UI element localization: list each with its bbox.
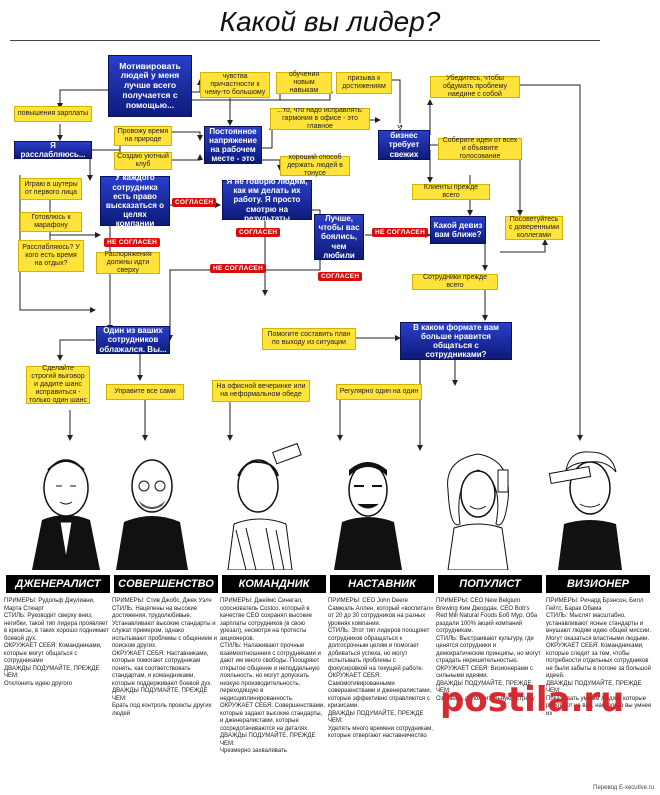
answer-vote: Соберите идеи от всех и объявите голосов…	[438, 137, 522, 160]
question-fresh-ideas: Ваш бизнес требует свежих идей	[378, 122, 430, 168]
answer-belonging: чувства причастности к чему-то большому	[200, 72, 270, 98]
answer-shooters: Играю в шутеры от первого лица	[20, 178, 82, 200]
answer-marathon: Готовлюсь к марафону	[20, 212, 82, 232]
tag-disagree-3: НЕ СОГЛАСЕН	[372, 228, 429, 237]
answer-nature: Провожу время на природе	[114, 126, 172, 146]
translation-credit: Перевод E-xecutive.ru	[593, 785, 654, 791]
answer-harmony: ...то, что надо исправлять: гармония в о…	[270, 107, 370, 130]
type-desc-mentor: ПРИМЕРЫ: CEO John Deere Самюэль Аллен, к…	[328, 598, 434, 739]
answer-no-time: Расслабляюсь? У кого есть время на отдых…	[18, 240, 84, 272]
tag-agree-3: СОГЛАСЕН	[318, 272, 363, 281]
answer-salary: повышения зарплаты	[14, 106, 92, 122]
populist-portrait	[447, 453, 509, 570]
type-desc-visionary: ПРИМЕРЫ: Ричард Брэнсон, Билл Гейтс, Бар…	[546, 598, 652, 717]
answer-consult: Посоветуйтесь с доверенными коллегами	[505, 216, 563, 240]
answer-office-party: На офисной вечеринке или на неформальном…	[212, 380, 310, 402]
type-label-visionary: ВИЗИОНЕР	[546, 575, 650, 593]
answer-clients-first: Клиенты прежде всего	[412, 184, 490, 200]
perfectionist-portrait	[116, 459, 188, 570]
answer-one-on-one: Регулярно один на один	[336, 384, 422, 400]
question-motto: Какой девиз вам ближе?	[430, 216, 486, 244]
generalist-portrait	[32, 459, 100, 570]
question-right-to-speak: У каждого сотрудника есть право высказат…	[100, 173, 170, 228]
type-desc-generalist: ПРИМЕРЫ: Рудольф Джулиани, Марта Стюарт …	[4, 598, 110, 687]
answer-learning: обучения новым навыкам	[276, 71, 332, 94]
answer-club: Создаю уютный клуб	[114, 152, 172, 170]
type-label-perfectionist: СОВЕРШЕНСТВО	[114, 575, 218, 593]
answer-achievement: призыва к достижениям	[336, 72, 392, 94]
tag-agree-2: СОГЛАСЕН	[236, 228, 281, 237]
type-desc-perfectionist: ПРИМЕРЫ: Стив Джобс, Джек Уэлч СТИЛЬ: На…	[112, 598, 218, 717]
question-relax: Я расслабляюсь...	[14, 141, 92, 159]
answer-make-plan: Помогите составить план по выходу из сит…	[262, 328, 356, 350]
question-results: Я не говорю людям, как им делать их рабо…	[222, 177, 312, 223]
answer-fix-yourself: Управите все сами	[106, 384, 184, 400]
type-label-populist: ПОПУЛИСТ	[438, 575, 542, 593]
tag-disagree-1: НЕ СОГЛАСЕН	[104, 238, 161, 247]
question-communication-format: В каком формате вам больше нравится обща…	[400, 322, 512, 360]
watermark: postila.ru	[440, 680, 625, 720]
tag-agree-1: СОГЛАСЕН	[172, 198, 217, 207]
type-desc-teambuilder: ПРИМЕРЫ: Джеймс Синегал, сооснователь Co…	[220, 598, 325, 754]
question-tension: Постоянное напряжение на рабочем месте -…	[204, 126, 262, 164]
question-employee-failed: Один из ваших сотрудников облажался. Вы.…	[96, 326, 170, 354]
answer-strict-reprimand: Сделайте строгий выговор и дадите шанс и…	[26, 365, 90, 404]
mentor-portrait	[334, 462, 402, 570]
tag-disagree-2: НЕ СОГЛАСЕН	[210, 264, 267, 273]
type-label-mentor: НАСТАВНИК	[330, 575, 434, 593]
title-divider	[10, 40, 600, 41]
answer-tonus: хороший способ держать людей в тонусе	[280, 154, 350, 177]
visionary-portrait	[548, 451, 622, 570]
question-feared: Лучше, чтобы вас боялись, чем любили	[314, 214, 364, 260]
type-label-generalist: ДЖЕНЕРАЛИСТ	[6, 575, 110, 593]
type-label-teambuilder: КОМАНДНИК	[222, 575, 326, 593]
answer-top-down: Распоряжения должны идти сверху	[96, 251, 160, 274]
start-question: Мотивировать людей у меня лучше всего по…	[108, 55, 192, 117]
page-title: Какой вы лидер?	[219, 6, 441, 37]
answer-think-alone: Убедитесь, чтобы обдумать проблему наеди…	[430, 75, 520, 98]
answer-employees-first: Сотрудники прежде всего	[412, 274, 498, 290]
type-desc-populist: ПРИМЕРЫ: CEO New Belgium Brewing Ким Джо…	[436, 598, 541, 702]
teambuilder-portrait	[227, 442, 302, 570]
